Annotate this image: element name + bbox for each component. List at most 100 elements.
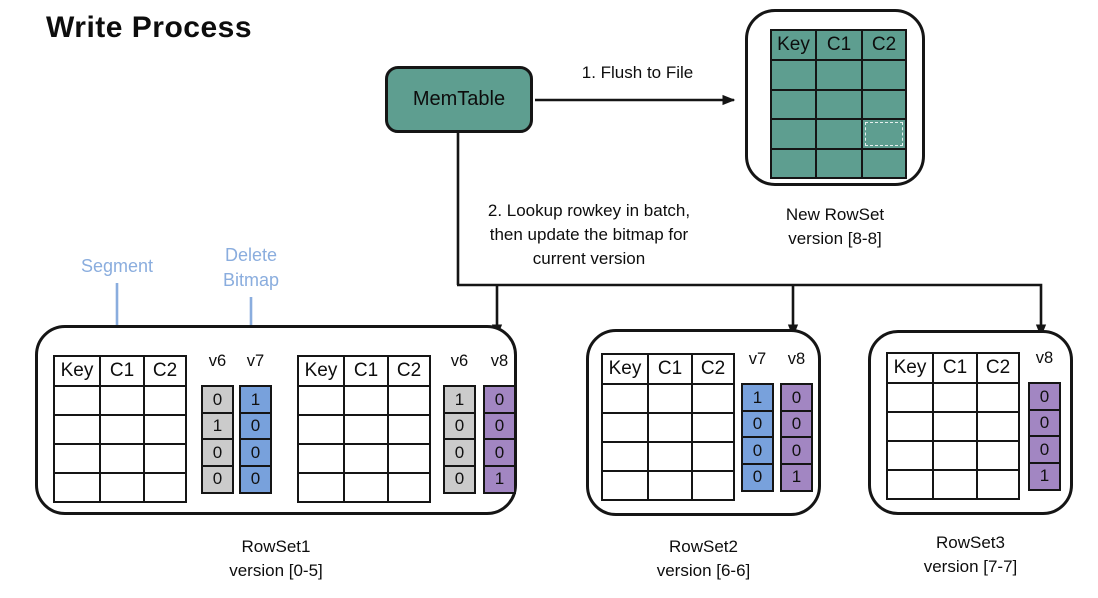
rowset1-segment1-table-cell-r3c2: [99, 443, 145, 474]
rowset2-segment1-table-cell-r3c1: [601, 441, 649, 472]
new-rowset-table-cell-r2c2: [815, 88, 863, 120]
rowset3-segment1-table-cell-r3c3: [976, 440, 1020, 471]
delete-bitmap-callout-line1: Delete: [224, 245, 278, 265]
rowset2-segment1-table-cell-r4c1: [601, 470, 649, 501]
rowset2-segment1-table-cell-r4c3: [691, 470, 735, 501]
rowset3-segment1-table-cell-r1c2: [932, 382, 978, 413]
rowset2-segment1-table-header-C1: C1: [647, 353, 693, 385]
rowset2-segment1-table-header-C2: C2: [691, 353, 735, 385]
rowset2-segment1-table-cell-r2c3: [691, 412, 735, 443]
rowset1-segment2-table-header-Key: Key: [297, 355, 345, 387]
rowset1-segment1-table-cell-r3c1: [53, 443, 101, 474]
new-rowset-table-cell-r2c1: [770, 88, 817, 120]
rowset3-segment1-table-cell-r3c1: [886, 440, 934, 471]
rowset1-segment1-v6-bitmap-cell-2: 1: [201, 411, 234, 441]
rowset1-segment2-v8-bitmap-cell-4: 1: [483, 464, 516, 494]
rowset1-segment2-table-cell-r4c2: [343, 472, 389, 503]
new-rowset-name: New RowSet: [785, 205, 885, 224]
rowset3-label: RowSet3 version [7-7]: [868, 531, 1073, 579]
lookup-annotation-line3: current version: [532, 249, 646, 268]
rowset1-segment1-v6-bitmap-cell-3: 0: [201, 438, 234, 468]
rowset1-segment2-table-cell-r1c1: [297, 385, 345, 416]
rowset1-segment1-v7-bitmap-header: v7: [246, 352, 265, 370]
new-rowset-table-header-C1: C1: [815, 29, 863, 61]
rowset3-segment1-table-cell-r1c1: [886, 382, 934, 413]
new-rowset-table-cell-r1c2: [815, 59, 863, 91]
rowset3-name: RowSet3: [936, 533, 1005, 552]
rowset1-segment2-table-header-C2: C2: [387, 355, 431, 387]
rowset3-version: version [7-7]: [923, 557, 1018, 576]
rowset1-segment2-v6-bitmap-cell-4: 0: [443, 464, 476, 494]
rowset2-segment1-table-cell-r2c1: [601, 412, 649, 443]
rowset3-segment1-table-cell-r2c2: [932, 411, 978, 442]
rowset1-segment2-v8-bitmap-cell-3: 0: [483, 438, 516, 468]
rowset1-segment1-table-header-Key: Key: [53, 355, 101, 387]
rowset3-segment1-table-cell-r2c3: [976, 411, 1020, 442]
rowset3-segment1-table-cell-r1c3: [976, 382, 1020, 413]
rowset1-segment2-v8-bitmap-header: v8: [490, 352, 509, 370]
rowset1-segment1-table-cell-r2c3: [143, 414, 187, 445]
delete-bitmap-callout-line2: Bitmap: [222, 270, 280, 290]
rowset2-segment1-v7-bitmap-cell-4: 0: [741, 462, 774, 492]
rowset3-segment1-table-header-Key: Key: [886, 352, 934, 384]
new-rowset-table-header-Key: Key: [770, 29, 817, 61]
rowset1-segment2-table-cell-r3c2: [343, 443, 389, 474]
rowset2-name: RowSet2: [669, 537, 738, 556]
rowset1-segment2-v6-bitmap-cell-2: 0: [443, 411, 476, 441]
rowset3-segment1-table-cell-r4c3: [976, 469, 1020, 500]
rowset2-segment1-v8-bitmap-cell-3: 0: [780, 436, 813, 466]
rowset3-segment1-table-cell-r4c1: [886, 469, 934, 500]
rowset2-segment1-v7-bitmap-cell-3: 0: [741, 436, 774, 466]
rowset1-segment2-table-cell-r3c1: [297, 443, 345, 474]
rowset1-segment1-v7-bitmap-cell-3: 0: [239, 438, 272, 468]
rowset2-segment1-table-cell-r1c3: [691, 383, 735, 414]
rowset3-segment1-v8-bitmap-header: v8: [1035, 349, 1054, 367]
rowset2-segment1-v8-bitmap-cell-2: 0: [780, 409, 813, 439]
rowset3-segment1-table-cell-r4c2: [932, 469, 978, 500]
rowset1-segment1-table-header-C2: C2: [143, 355, 187, 387]
flush-arrow-label: 1. Flush to File: [581, 63, 694, 82]
new-rowset-table-cell-r2c3: [861, 88, 907, 120]
rowset1-segment1-v7-bitmap-cell-2: 0: [239, 411, 272, 441]
rowset1-segment1-table-cell-r4c3: [143, 472, 187, 503]
rowset1-segment1-v6-bitmap-cell-4: 0: [201, 464, 234, 494]
new-rowset-label: New RowSet version [8-8]: [737, 203, 933, 251]
rowset1-segment1-table-cell-r1c3: [143, 385, 187, 416]
new-rowset-table-cell-r1c1: [770, 59, 817, 91]
rowset1-segment2-table-cell-r4c3: [387, 472, 431, 503]
rowset1-segment2-table-cell-r4c1: [297, 472, 345, 503]
rowset1-segment2-table-cell-r2c3: [387, 414, 431, 445]
new-rowset-table-cell-r3c3: [861, 118, 907, 150]
rowset3-segment1-table-header-C1: C1: [932, 352, 978, 384]
rowset1-version: version [0-5]: [229, 561, 323, 580]
rowset2-segment1-table-cell-r2c2: [647, 412, 693, 443]
rowset1-segment2-table-header-C1: C1: [343, 355, 389, 387]
rowset1-segment2-v6-bitmap-cell-3: 0: [443, 438, 476, 468]
rowset1-segment1-table-cell-r1c2: [99, 385, 145, 416]
rowset1-segment2-v6-bitmap-header: v6: [450, 352, 469, 370]
rowset3-segment1-v8-bitmap-cell-2: 0: [1028, 408, 1061, 438]
rowset1-segment2-table-cell-r1c2: [343, 385, 389, 416]
rowset2-segment1-table-cell-r4c2: [647, 470, 693, 501]
delete-bitmap-callout-label: Delete Bitmap: [191, 243, 311, 293]
rowset1-segment2-table-cell-r1c3: [387, 385, 431, 416]
lookup-annotation-line2: then update the bitmap for: [489, 225, 689, 244]
rowset2-segment1-table-cell-r3c2: [647, 441, 693, 472]
new-rowset-table-cell-r3c2: [815, 118, 863, 150]
new-rowset-table-cell-r4c1: [770, 147, 817, 179]
new-rowset-table-cell-r4c2: [815, 147, 863, 179]
